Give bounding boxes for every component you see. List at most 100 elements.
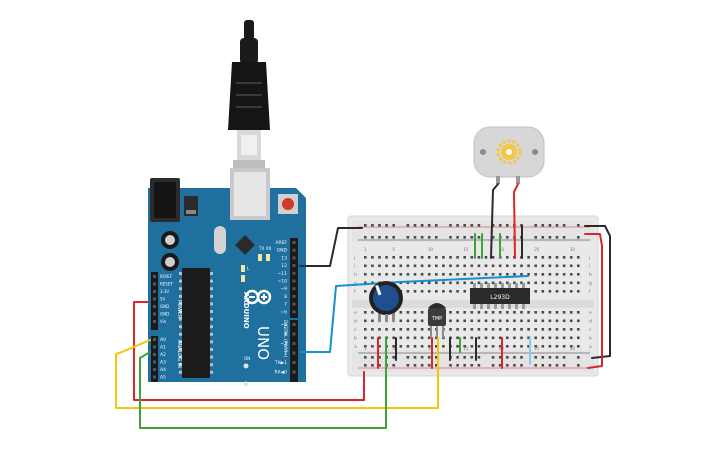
- digital-pin-label: ~11: [278, 271, 288, 277]
- analog-pin-label: A2: [160, 352, 166, 358]
- analog-pin[interactable]: [153, 360, 156, 364]
- power-pin[interactable]: [153, 290, 156, 293]
- analog-pin-label: A3: [160, 360, 166, 366]
- digital-header-lower[interactable]: [290, 320, 298, 382]
- crystal-icon: [214, 226, 226, 254]
- row-letter: b: [354, 336, 357, 342]
- led-label-l: L: [247, 266, 250, 271]
- column-number: 5: [392, 346, 395, 351]
- led-label-rx: RX: [266, 246, 272, 251]
- potentiometer[interactable]: [369, 281, 403, 322]
- wires[interactable]: [115, 183, 611, 429]
- wire-motor-black[interactable]: [490, 183, 499, 259]
- digital-pin-label: 13: [281, 255, 287, 261]
- power-pin-label: 5V: [160, 297, 166, 302]
- power-pin-label: GND: [160, 312, 169, 317]
- row-letter: a: [589, 345, 592, 350]
- arduino-uno-board[interactable]: TX RX L ARDUINO UNO ON POWER ANALOG IN D…: [148, 168, 306, 387]
- column-number: 15: [463, 346, 469, 351]
- column-number: 20: [499, 247, 505, 252]
- digital-pin-label: RX◀0: [274, 370, 287, 376]
- row-letter: a: [354, 345, 357, 350]
- l293d-chip[interactable]: L293D: [470, 283, 530, 309]
- usb-cable[interactable]: [228, 20, 270, 168]
- digital-pin[interactable]: [292, 271, 296, 275]
- dc-motor[interactable]: [473, 126, 545, 184]
- analog-pin[interactable]: [153, 353, 156, 356]
- digital-pin[interactable]: [292, 294, 296, 298]
- column-number: 25: [534, 247, 540, 252]
- power-pin[interactable]: [153, 282, 156, 286]
- digital-header-upper[interactable]: [290, 238, 298, 318]
- digital-pin[interactable]: [292, 342, 296, 345]
- digital-pin-label: TX▶1: [274, 360, 287, 366]
- digital-pin-label: ~10: [278, 279, 288, 285]
- power-rail-top[interactable]: [352, 220, 594, 242]
- digital-pin[interactable]: [292, 279, 296, 283]
- digital-pin[interactable]: [292, 361, 296, 364]
- wire-pin3-blue[interactable]: [299, 283, 369, 353]
- column-number: 1: [364, 247, 367, 252]
- analog-pin[interactable]: [153, 368, 156, 371]
- power-pin-label: IOREF: [160, 274, 173, 279]
- power-rail-bottom[interactable]: [352, 350, 594, 372]
- row-letter: f: [589, 289, 591, 295]
- wire-green[interactable]: [139, 337, 387, 429]
- row-letter: j: [588, 255, 590, 261]
- digital-pin-label: 4: [284, 332, 287, 338]
- digital-pin[interactable]: [292, 287, 296, 291]
- column-number: 30: [570, 346, 576, 351]
- digital-pin-label: ~9: [280, 286, 287, 292]
- digital-pin-label: 7: [284, 302, 287, 308]
- digital-pin-label: ~6: [280, 309, 287, 315]
- power-pin-label: 3.3V: [160, 289, 169, 294]
- power-pin[interactable]: [153, 305, 156, 308]
- sensor-label: TMP: [431, 316, 442, 322]
- row-letter: b: [589, 336, 592, 342]
- power-pin[interactable]: [153, 297, 156, 301]
- digital-pin-label: 2: [284, 351, 287, 357]
- column-number: 15: [463, 247, 469, 252]
- on-label: ON: [244, 356, 250, 361]
- atmega-chip: [182, 268, 210, 378]
- digital-pin[interactable]: [292, 256, 296, 260]
- wire-rail-black-right[interactable]: [584, 225, 611, 359]
- wire-5v-red[interactable]: [133, 301, 365, 401]
- power-pin[interactable]: [153, 275, 156, 278]
- row-letter: j: [353, 255, 355, 261]
- digital-pin-label: ~3: [280, 341, 287, 347]
- digital-pin[interactable]: [292, 241, 296, 244]
- analog-header[interactable]: [151, 336, 158, 382]
- digital-header-label: DIGITAL (PWM~): [282, 320, 288, 358]
- digital-pin[interactable]: [292, 332, 296, 336]
- column-number: 10: [428, 346, 434, 351]
- wire-rail-red-right[interactable]: [584, 233, 603, 369]
- analog-pin[interactable]: [153, 338, 156, 341]
- row-letter: h: [354, 272, 357, 278]
- row-letter: d: [354, 319, 357, 325]
- column-number: 5: [392, 247, 395, 252]
- wire-a0-yellow[interactable]: [115, 337, 439, 409]
- wire-gnd-black[interactable]: [299, 227, 363, 267]
- digital-pin[interactable]: [292, 310, 296, 314]
- power-pin[interactable]: [153, 312, 156, 316]
- digital-pin[interactable]: [292, 370, 296, 374]
- power-header[interactable]: [151, 272, 158, 330]
- wire-motor-red[interactable]: [513, 183, 519, 259]
- analog-header-label: ANALOG IN: [176, 340, 182, 368]
- digital-pin[interactable]: [292, 264, 296, 268]
- digital-pin[interactable]: [292, 323, 296, 326]
- power-header-label: POWER: [176, 300, 182, 319]
- temperature-sensor[interactable]: TMP: [428, 303, 446, 338]
- arduino-logo-icon: [244, 289, 272, 305]
- digital-pin[interactable]: [292, 248, 296, 252]
- arduino-model-text: UNO: [254, 326, 272, 360]
- analog-pin[interactable]: [153, 375, 156, 379]
- digital-pin-label: GND: [277, 248, 288, 254]
- power-pin[interactable]: [153, 320, 156, 323]
- row-letter: f: [354, 289, 356, 295]
- analog-pin[interactable]: [153, 345, 156, 349]
- digital-pin[interactable]: [292, 351, 296, 355]
- digital-pin[interactable]: [292, 302, 296, 306]
